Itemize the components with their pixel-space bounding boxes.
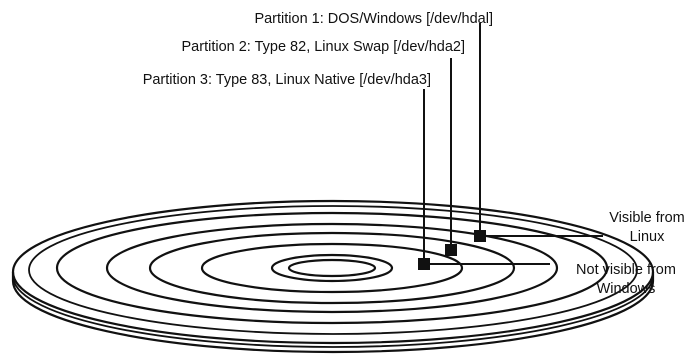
partition-2-marker xyxy=(445,244,457,256)
partition-1-label: Partition 1: DOS/Windows [/dev/hdal] xyxy=(254,11,493,27)
disk-platter xyxy=(11,199,655,354)
partition-3-ring xyxy=(148,231,516,305)
partition-2-ring xyxy=(105,222,559,314)
spindle-ring-outer xyxy=(270,253,394,283)
platter-edge-mid xyxy=(12,275,654,348)
platter-outer-edge xyxy=(11,199,655,345)
platter-rim xyxy=(28,205,638,335)
partition-3-marker xyxy=(418,258,430,270)
partition-leaders xyxy=(423,23,481,264)
annotation-leaders xyxy=(430,235,603,265)
not-visible-from-windows-line2: Windows xyxy=(597,281,656,297)
side-annotations: Visible from Linux Not visible from Wind… xyxy=(576,210,685,297)
partition-markers xyxy=(418,230,486,270)
partition-2-label: Partition 2: Type 82, Linux Swap [/dev/h… xyxy=(182,39,465,55)
partition-rings xyxy=(55,211,609,325)
visible-from-linux-line1: Visible from xyxy=(609,210,684,226)
partition-labels: Partition 1: DOS/Windows [/dev/hdal] Par… xyxy=(143,11,493,88)
spindle-hole xyxy=(287,258,377,278)
not-visible-from-windows-line1: Not visible from xyxy=(576,262,676,278)
platter-edge-bottom xyxy=(11,272,655,354)
inner-ring xyxy=(200,242,464,294)
visible-from-linux-line2: Linux xyxy=(630,229,665,245)
partition-1-ring xyxy=(55,211,609,325)
partition-1-marker xyxy=(474,230,486,242)
partition-3-label: Partition 3: Type 83, Linux Native [/dev… xyxy=(143,72,431,88)
